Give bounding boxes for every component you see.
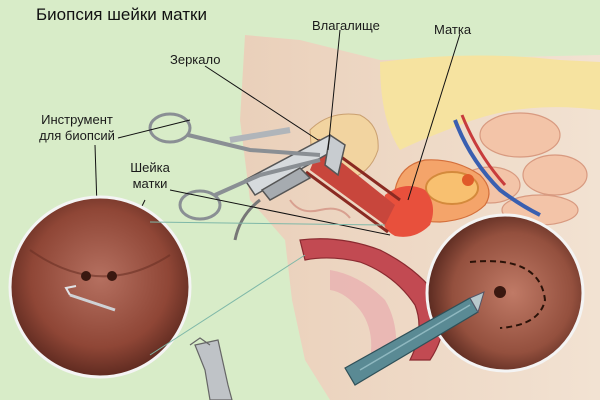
rectum bbox=[299, 238, 444, 361]
page-title: Биопсия шейки матки bbox=[36, 5, 207, 24]
blood-vessel bbox=[453, 119, 541, 217]
cervix-view-right bbox=[425, 213, 585, 373]
label-instrument-line2: для биопсий bbox=[39, 128, 115, 143]
callout-line-2 bbox=[149, 221, 386, 226]
biopsy-forceps bbox=[148, 112, 321, 221]
cervix-tissue bbox=[381, 186, 434, 237]
fold-1 bbox=[289, 199, 351, 219]
uterus-spot bbox=[462, 174, 474, 186]
biopsy-tool-tip bbox=[189, 337, 233, 400]
artery bbox=[460, 114, 507, 187]
label-mirror: Зеркало bbox=[170, 52, 221, 67]
label-uterus: Матка bbox=[434, 22, 472, 37]
label-cervix: Шейка матки bbox=[120, 160, 180, 192]
label-instrument-line1: Инструмент bbox=[41, 112, 113, 127]
label-vagina: Влагалище bbox=[312, 18, 380, 33]
speculum bbox=[233, 133, 346, 241]
cervix-view-left bbox=[8, 195, 192, 379]
label-instrument: Инструмент для биопсий bbox=[27, 112, 127, 144]
biopsy-blade bbox=[344, 291, 485, 386]
label-cervix-line2: матки bbox=[132, 176, 168, 191]
sacrum bbox=[330, 270, 397, 360]
callout-line bbox=[149, 254, 306, 356]
label-cervix-line1: Шейка bbox=[130, 160, 170, 175]
fat-layer bbox=[380, 55, 600, 150]
